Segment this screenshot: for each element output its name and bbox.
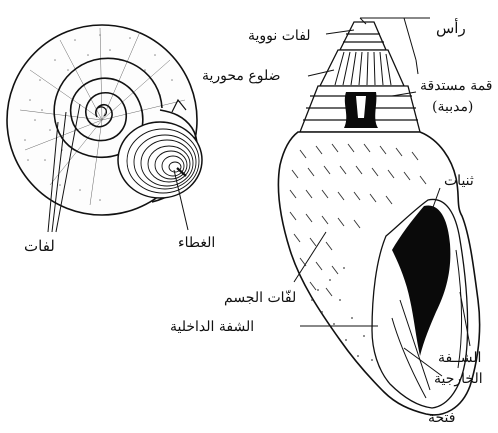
label-whorls: لفات — [24, 238, 55, 254]
label-outer-lip-line2: الخارجية — [434, 371, 483, 387]
label-spire-note: (مدببة) — [432, 99, 473, 115]
label-apex: رأس — [436, 20, 466, 36]
label-inner-lip: الشفة الداخلية — [170, 319, 254, 335]
label-nuclear-whorls: لفات نووية — [248, 28, 311, 44]
label-operculum: الغطاء — [178, 235, 215, 251]
label-spire: قمة مستدقة — [420, 78, 493, 94]
label-folds: ثنيات — [444, 173, 474, 189]
label-outer-lip-line1: الشــفة — [438, 350, 481, 366]
operculum-disc — [118, 122, 202, 198]
label-aperture: فتحة — [428, 410, 455, 426]
label-axial-ribs: ضلوع محورية — [202, 68, 281, 84]
conch-spire — [300, 22, 420, 132]
label-body-whorl: لفّات الجسم — [224, 290, 296, 306]
